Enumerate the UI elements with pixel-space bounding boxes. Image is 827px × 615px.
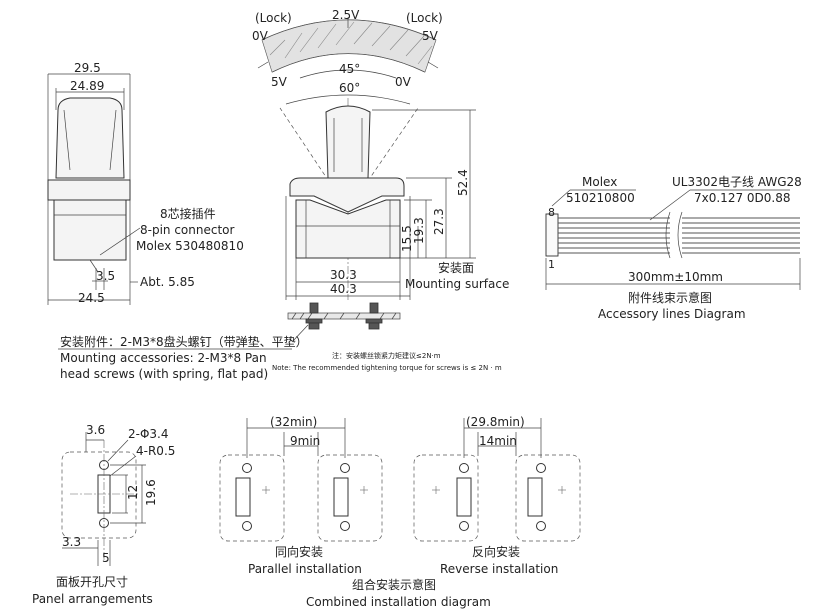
angle-45-label: 45° bbox=[339, 62, 360, 76]
angle-45-arc bbox=[299, 69, 397, 79]
connector-label-cn: 8芯接插件 bbox=[160, 206, 216, 221]
parallel-dim-outer: (32min) bbox=[270, 415, 317, 429]
panel-hole-label: 2-Φ3.4 bbox=[128, 427, 169, 441]
cable-title-cn: 附件线束示意图 bbox=[628, 290, 712, 305]
reverse-title-en: Reverse installation bbox=[440, 562, 558, 576]
accessories-text: 安装附件：2-M3*8盘头螺钉（带弹垫、平垫） Mounting accesso… bbox=[58, 334, 502, 381]
angle-60-label: 60° bbox=[339, 81, 360, 95]
mounting-surface-cn: 安装面 bbox=[438, 260, 474, 275]
cable-wire-spec: 7x0.127 0D0.88 bbox=[694, 191, 791, 205]
side-lever bbox=[55, 97, 125, 179]
front-housing bbox=[295, 199, 401, 259]
parallel-title-cn: 同向安装 bbox=[275, 544, 323, 559]
dim-24-5: 24.5 bbox=[78, 291, 105, 305]
dim-24-89: 24.89 bbox=[70, 79, 104, 93]
combined-title: 组合安装示意图 Combined installation diagram bbox=[306, 577, 491, 609]
dim-29-5: 29.5 bbox=[74, 61, 101, 75]
cable-wire-type: UL3302电子线 AWG28 bbox=[672, 175, 802, 189]
panel-dim-19-6: 19.6 bbox=[144, 479, 158, 506]
reverse-title-cn: 反向安装 bbox=[472, 544, 520, 559]
angle-60-arc bbox=[285, 94, 411, 105]
torque-note-cn: 注：安装螺丝锁紧力矩建议≤2N·m bbox=[332, 351, 441, 360]
reverse-slot-left bbox=[456, 477, 472, 517]
connector-model: Molex 530480810 bbox=[136, 239, 244, 253]
panel-title-cn: 面板开孔尺寸 bbox=[56, 575, 128, 589]
lock-label-left: (Lock) bbox=[255, 11, 292, 25]
voltage-right-top: 5V bbox=[422, 29, 439, 43]
panel-arrangements: 3.6 2-Φ3.4 4-R0.5 12 19.6 3.3 5 面板开孔尺寸 P… bbox=[32, 423, 175, 606]
panel-radius-label: 4-R0.5 bbox=[136, 444, 175, 458]
parallel-slot-left bbox=[235, 477, 251, 517]
panel-title-en: Panel arrangements bbox=[32, 592, 153, 606]
panel-outline bbox=[61, 451, 137, 539]
cable-connector bbox=[545, 213, 559, 257]
parallel-title-en: Parallel installation bbox=[248, 562, 362, 576]
panel-dim-12: 12 bbox=[126, 485, 140, 500]
front-view: 52.4 27.3 19.3 15.5 30.3 40.3 安装面 Mounti… bbox=[279, 98, 509, 343]
mounting-plate bbox=[287, 312, 401, 320]
combined-title-cn: 组合安装示意图 bbox=[352, 577, 436, 592]
cable-break-mark bbox=[665, 211, 683, 259]
connector-leader bbox=[99, 227, 141, 256]
panel-dim-3-6: 3.6 bbox=[86, 423, 105, 437]
dim-19-3: 19.3 bbox=[412, 217, 426, 244]
reverse-installation: (29.8min) 14min 反向安装 Reverse installatio… bbox=[413, 415, 581, 576]
lock-label-right: (Lock) bbox=[406, 11, 443, 25]
arc-leader-right bbox=[427, 61, 439, 69]
cable-diagram: Molex 510210800 UL3302电子线 AWG28 7x0.127 … bbox=[545, 175, 802, 321]
accessories-en-1: Mounting accessories: 2-M3*8 Pan bbox=[60, 351, 267, 365]
voltage-left-top: 0V bbox=[252, 29, 269, 43]
parallel-installation: (32min) 9min 同向安装 Parallel installation bbox=[219, 415, 383, 576]
accessories-cn: 安装附件：2-M3*8盘头螺钉（带弹垫、平垫） bbox=[60, 334, 308, 349]
side-view: 29.5 24.89 3.5 24.5 8芯接插件 8-pin connecto… bbox=[47, 61, 244, 305]
cable-length: 300mm±10mm bbox=[628, 270, 723, 284]
screw-left bbox=[305, 302, 323, 330]
parallel-dim-inner: 9min bbox=[290, 434, 320, 448]
reverse-dim-outer: (29.8min) bbox=[466, 415, 525, 429]
dim-3-5: 3.5 bbox=[96, 269, 115, 283]
dim-52-4: 52.4 bbox=[456, 169, 470, 196]
dim-27-3: 27.3 bbox=[432, 208, 446, 235]
front-flange bbox=[289, 177, 405, 213]
torque-note-en: Note: The recommended tightening torque … bbox=[272, 364, 502, 372]
cable-title-en: Accessory lines Diagram bbox=[598, 307, 746, 321]
cable-molex-model: 510210800 bbox=[566, 191, 635, 205]
voltage-arc-diagram: (Lock) 2.5V (Lock) 0V 5V 5V 0V 45° 60° bbox=[252, 8, 443, 105]
reverse-dim-inner: 14min bbox=[479, 434, 517, 448]
accessory-leader bbox=[291, 324, 309, 343]
combined-title-en: Combined installation diagram bbox=[306, 595, 491, 609]
voltage-left-bottom: 5V bbox=[271, 75, 288, 89]
mounting-surface-en: Mounting surface bbox=[405, 277, 509, 291]
side-flange bbox=[47, 179, 131, 201]
cable-pin-1: 1 bbox=[548, 258, 555, 271]
connector-label-en: 8-pin connector bbox=[140, 223, 235, 237]
voltage-right-bottom: 0V bbox=[395, 75, 412, 89]
arc-hatching bbox=[269, 21, 433, 65]
cable-molex-label: Molex bbox=[582, 175, 617, 189]
panel-dim-3-3: 3.3 bbox=[62, 535, 81, 549]
dim-15-5: 15.5 bbox=[400, 225, 414, 252]
side-housing bbox=[53, 199, 127, 261]
cable-pin-8: 8 bbox=[548, 206, 555, 219]
reverse-slot-right bbox=[527, 477, 543, 517]
panel-dim-5: 5 bbox=[102, 551, 110, 565]
arc-leader-left bbox=[257, 61, 269, 69]
accessories-en-2: head screws (with spring, flat pad) bbox=[60, 367, 268, 381]
voltage-top: 2.5V bbox=[332, 8, 360, 22]
dim-40-3: 40.3 bbox=[330, 282, 357, 296]
dim-30-3: 30.3 bbox=[330, 268, 357, 282]
screw-right bbox=[365, 302, 383, 330]
parallel-slot-right bbox=[333, 477, 349, 517]
front-lever bbox=[325, 105, 371, 179]
abt-dimension: Abt. 5.85 bbox=[140, 275, 195, 289]
arc-hatched-band bbox=[261, 19, 437, 73]
